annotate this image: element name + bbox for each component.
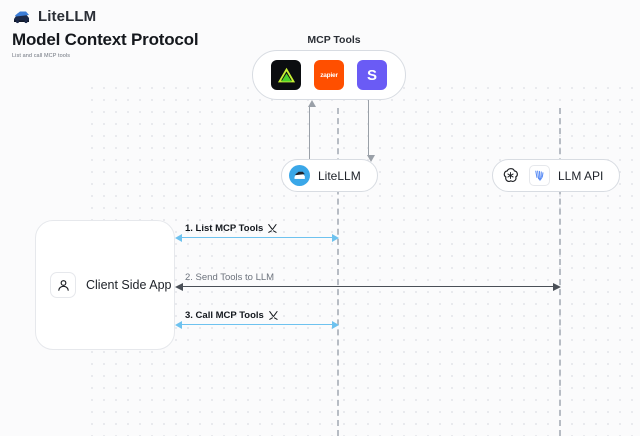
brand: LiteLLM xyxy=(12,8,96,25)
arrow-litellm-to-tools-down xyxy=(364,100,376,162)
arrow-tools-to-litellm-up xyxy=(305,100,317,162)
litellm-logo-icon xyxy=(12,9,32,25)
zapier-tool-icon[interactable]: zapier xyxy=(314,60,344,90)
client-app-label: Client Side App xyxy=(86,278,172,292)
node-litellm[interactable]: LiteLLM xyxy=(281,159,378,192)
lifeline-litellm xyxy=(337,108,339,436)
message-3-label: 3. Call MCP Tools xyxy=(185,310,279,321)
tools-icon xyxy=(267,223,278,234)
client-inner: Client Side App xyxy=(36,272,171,298)
page-subtitle: List and call MCP tools xyxy=(12,53,71,59)
mcp-tools-label: MCP Tools xyxy=(307,34,361,46)
user-icon xyxy=(50,272,76,298)
tools-icon xyxy=(268,310,279,321)
diagram-canvas: MCP Tools zapier S xyxy=(0,34,640,436)
lifeline-llm-api xyxy=(559,108,561,436)
slack-s-tool-icon[interactable]: S xyxy=(357,60,387,90)
node-client-side-app[interactable]: Client Side App xyxy=(35,220,175,350)
page-title: Model Context Protocol xyxy=(12,30,199,49)
node-llm-api[interactable]: LLM API xyxy=(492,159,621,192)
mcp-tools-box[interactable]: zapier S xyxy=(252,50,406,100)
zapier-wordmark: zapier xyxy=(320,71,338,79)
triangle-tool-icon[interactable] xyxy=(271,60,301,90)
message-2-label: 2. Send Tools to LLM xyxy=(185,272,275,283)
anthropic-icon xyxy=(529,165,550,186)
node-llm-api-label: LLM API xyxy=(558,168,604,183)
node-litellm-label: LiteLLM xyxy=(318,168,361,183)
slack-letter: S xyxy=(366,66,377,84)
message-1-label: 1. List MCP Tools xyxy=(185,223,278,234)
litellm-avatar-icon xyxy=(289,165,310,186)
openai-icon xyxy=(500,165,521,186)
brand-name: LiteLLM xyxy=(38,8,97,25)
